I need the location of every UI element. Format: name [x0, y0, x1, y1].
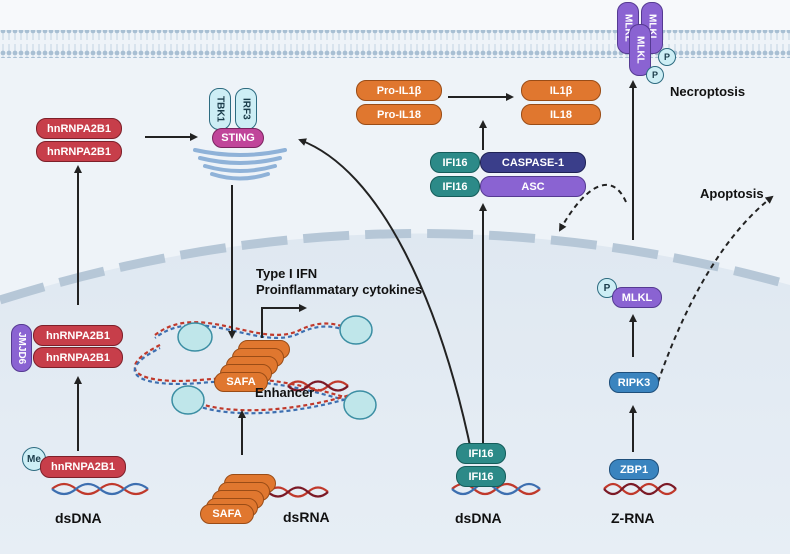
- nucleosomes: [171, 315, 377, 420]
- dashed-arrows: [559, 183, 774, 383]
- dsdna-label-left: dsDNA: [55, 510, 102, 526]
- ripk3-protein: RIPK3: [609, 372, 659, 393]
- dsdna-label-middle: dsDNA: [455, 510, 502, 526]
- er-membrane: [193, 148, 287, 181]
- ifi16-inflammasome-2: IFI16: [430, 176, 480, 197]
- il1b: IL1β: [521, 80, 601, 101]
- ifi16-bottom-2: IFI16: [456, 443, 506, 464]
- mlkl-oligomer-unit: MLKL: [629, 24, 651, 76]
- helix-zrna: [603, 482, 677, 496]
- jmjd6-protein: JMJD6: [11, 324, 32, 372]
- helix-dsdna-left: [51, 482, 149, 496]
- phospho-badge: P: [658, 48, 676, 66]
- pro-il18: Pro-IL18: [356, 104, 442, 125]
- asc-protein: ASC: [480, 176, 586, 197]
- pro-il1b: Pro-IL1β: [356, 80, 442, 101]
- sting-protein: STING: [212, 128, 264, 148]
- ifi16-inflammasome-1: IFI16: [430, 152, 480, 173]
- hnrnpa2b1-top-2: hnRNPA2B1: [36, 141, 122, 162]
- nucleus-region: [0, 233, 790, 554]
- zrna-label: Z-RNA: [611, 510, 655, 526]
- ifi16-bottom-1: IFI16: [456, 466, 506, 487]
- output-line-1: Type I IFN: [256, 266, 318, 281]
- necroptosis-label: Necroptosis: [670, 84, 746, 99]
- il18: IL18: [521, 104, 601, 125]
- hnrnpa2b1-mid-2: hnRNPA2B1: [33, 347, 123, 368]
- apoptosis-label: Apoptosis: [700, 186, 764, 201]
- helix-dsrna-nuclear: [287, 380, 349, 392]
- enhancer-label: Enhancer: [255, 385, 315, 400]
- mlkl-protein: MLKL: [612, 287, 662, 308]
- helix-dsrna-bottom: [267, 486, 329, 498]
- hnrnpa2b1-bottom: hnRNPA2B1: [40, 456, 126, 478]
- output-line-2: Proinflammatary cytokines: [256, 282, 423, 297]
- arrows: [74, 80, 637, 456]
- hnrnpa2b1-mid-1: hnRNPA2B1: [33, 325, 123, 346]
- dsrna-label: dsRNA: [283, 509, 330, 525]
- phospho-badge: P: [646, 66, 664, 84]
- zbp1-protein: ZBP1: [609, 459, 659, 480]
- hnrnpa2b1-top-1: hnRNPA2B1: [36, 118, 122, 139]
- safa-nuclear: SAFA: [214, 372, 268, 392]
- irf3-protein: IRF3: [235, 88, 257, 130]
- caspase-1: CASPASE-1: [480, 152, 586, 173]
- tbk1-protein: TBK1: [209, 88, 231, 130]
- safa-bottom: SAFA: [200, 504, 254, 524]
